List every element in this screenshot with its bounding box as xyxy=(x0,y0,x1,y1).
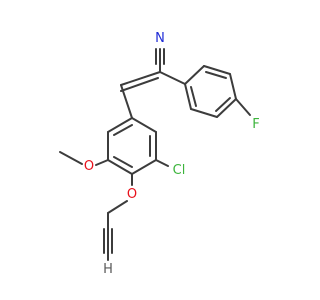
aryl-inner-double-3 xyxy=(113,124,133,136)
terminal-hydrogen-atom-label: H xyxy=(103,262,113,277)
fluorophenyl-bond-4 xyxy=(216,98,237,118)
bond-lines xyxy=(59,48,251,261)
fluorophenyl-inner-double-3 xyxy=(190,86,197,107)
atom-labels: N F Cl O O H xyxy=(84,31,260,277)
vinyl-to-chloroaryl-bond xyxy=(120,84,133,119)
ring-to-methoxy-oxygen-bond xyxy=(95,159,109,166)
fluorophenyl-inner-double-1 xyxy=(205,71,227,79)
nitrogen-atom-label: N xyxy=(155,31,165,46)
vinyl-to-fluorophenyl-bond xyxy=(159,71,186,85)
molecule-structure-diagram: N F Cl O O H xyxy=(59,31,260,277)
carbon-fluorine-bond xyxy=(235,98,251,116)
alkene-outer-bond xyxy=(120,71,161,86)
fluorine-atom-label: F xyxy=(252,117,259,132)
fluorophenyl-bond-6 xyxy=(184,83,192,110)
fluorophenyl-bond-3 xyxy=(229,73,237,100)
fluorophenyl-bond-2 xyxy=(203,65,231,75)
ether-to-methylene-bond xyxy=(107,200,128,214)
aryl-bond-6 xyxy=(107,117,133,133)
aryl-bond-4 xyxy=(107,159,133,175)
fluorophenyl-inner-double-2 xyxy=(215,97,231,112)
aryl-inner-double-2 xyxy=(113,156,133,168)
methoxy-oxygen-atom-label: O xyxy=(84,159,94,174)
fluorophenyl-bond-5 xyxy=(190,108,218,118)
alkene-inner-bond xyxy=(120,77,159,92)
carbon-chlorine-bond xyxy=(155,159,169,167)
chlorine-atom-label: Cl xyxy=(173,163,186,178)
fluorophenyl-bond-1 xyxy=(184,65,205,85)
aryl-bond-3 xyxy=(131,159,157,175)
ether-oxygen-atom-label: O xyxy=(127,187,137,202)
aryl-bond-1 xyxy=(131,117,157,133)
methoxy-methyl-bond xyxy=(59,151,83,165)
